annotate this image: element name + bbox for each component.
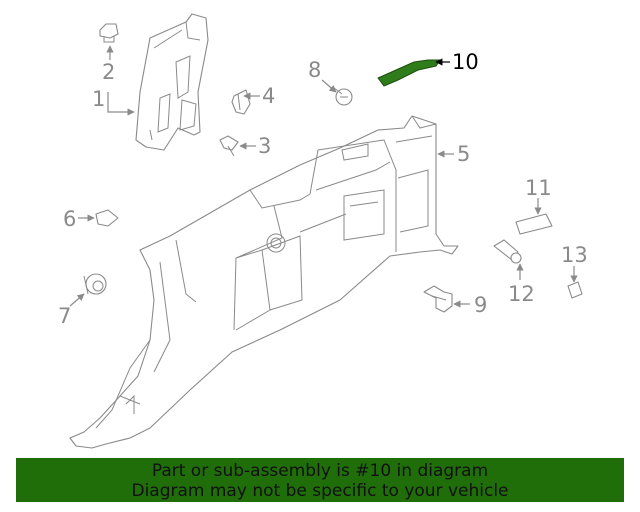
parts-diagram: 2 1 3 4 5 6 7 8 9 10 11 12 13 [58,13,588,449]
part-11-pad [515,213,553,235]
callout-3: 3 [258,134,271,158]
info-banner: Part or sub-assembly is #10 in diagram D… [16,458,624,502]
part-3-push-pin [219,135,239,157]
part-1-pillar-trim [135,13,209,151]
callout-2: 2 [102,60,115,84]
part-7-fastener [83,273,107,295]
callout-5: 5 [457,142,470,166]
callout-11: 11 [525,176,552,200]
part-10-highlighted [377,59,441,87]
callout-4: 4 [262,84,275,108]
callout-10: 10 [452,50,479,74]
part-8-screw [333,87,353,106]
callout-13: 13 [561,243,588,267]
part-6-clip [95,209,119,227]
part-9-bracket [423,285,453,313]
callout-7: 7 [58,304,71,328]
leader-lines [69,45,578,308]
part-13-clip [567,281,583,299]
callout-9: 9 [474,293,487,317]
callout-12: 12 [508,282,535,306]
callout-8: 8 [308,58,321,82]
part-2-clip [99,23,119,43]
part-5-quarter-trim-panel [69,115,459,449]
banner-line-part-number: Part or sub-assembly is #10 in diagram [151,461,489,481]
part-4-bracket [231,89,251,115]
callout-6: 6 [63,207,76,231]
callout-1: 1 [92,87,105,111]
banner-line-disclaimer: Diagram may not be specific to your vehi… [131,481,509,501]
part-12-grommet [493,239,522,264]
